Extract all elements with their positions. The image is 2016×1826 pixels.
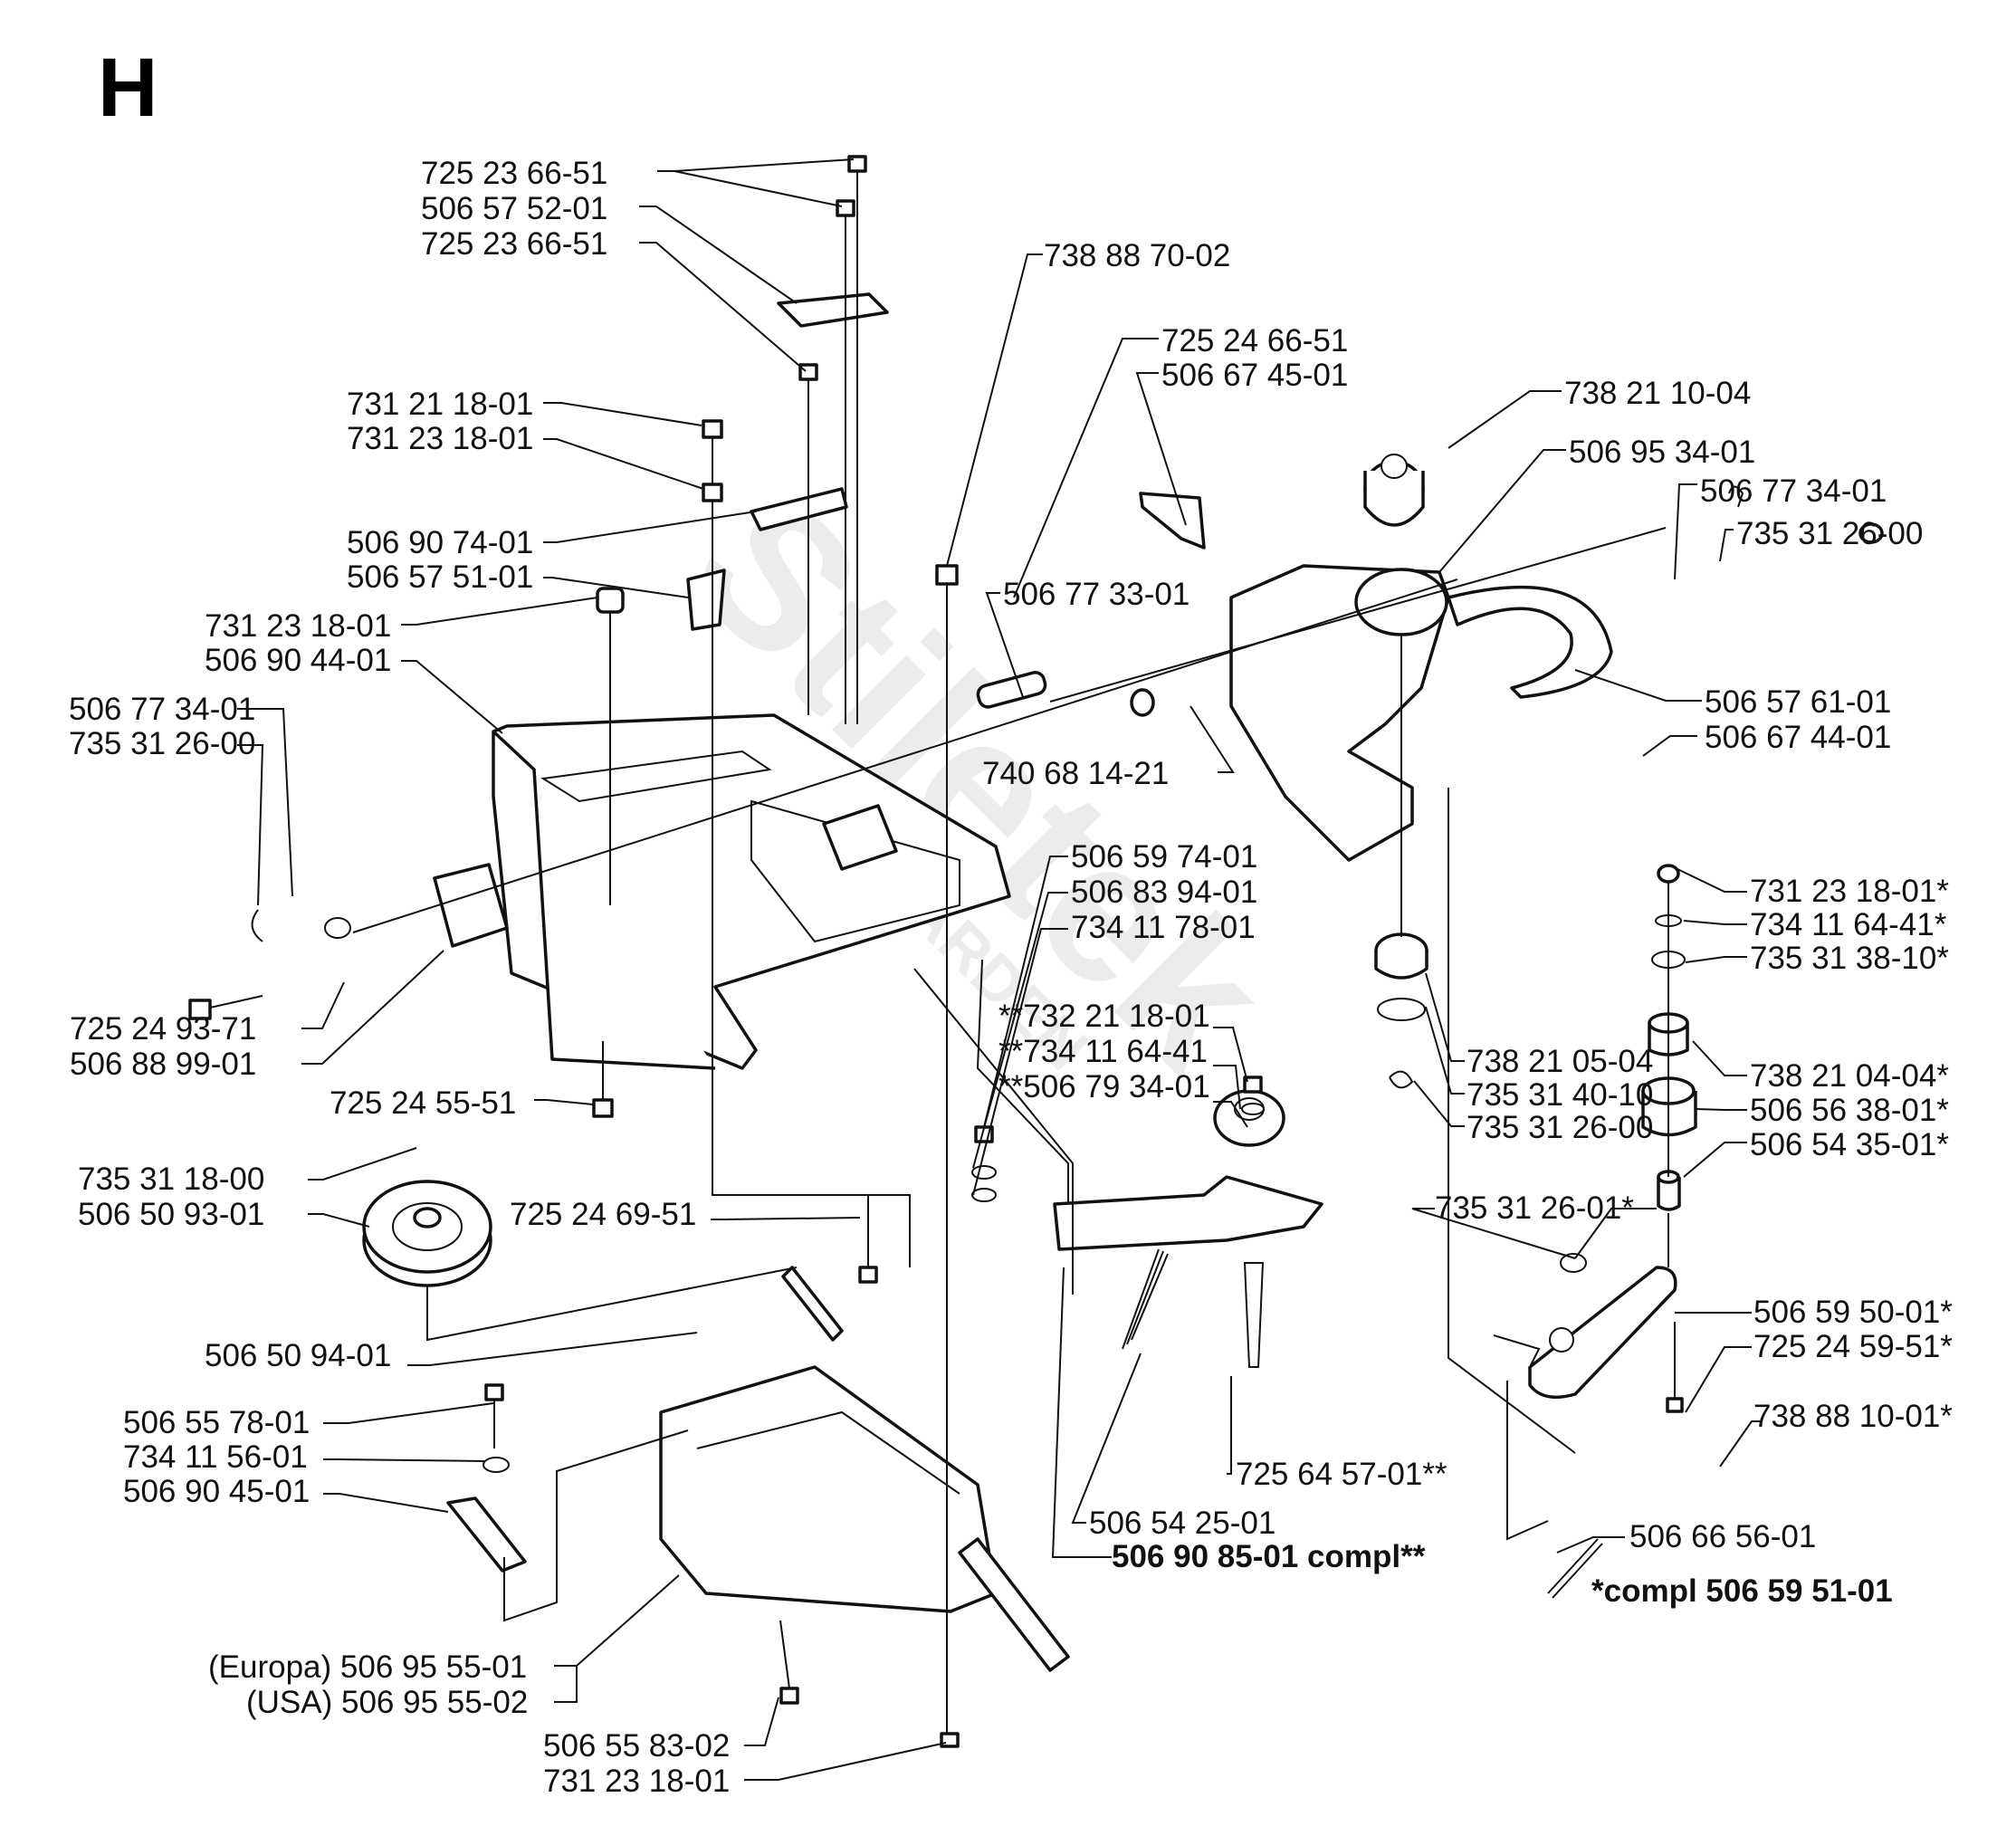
arm-part[interactable] bbox=[1053, 1175, 1323, 1251]
part-label[interactable]: 731 23 18-01 bbox=[543, 1764, 730, 1799]
part-label[interactable]: 734 11 64-41* bbox=[1750, 907, 1947, 942]
part-label[interactable]: 506 88 99-01 bbox=[70, 1047, 256, 1082]
part-label[interactable]: 725 24 66-51 bbox=[1161, 323, 1348, 359]
part-label[interactable]: **732 21 18-01 bbox=[998, 999, 1210, 1034]
assembly-note[interactable]: *compl 506 59 51-01 bbox=[1591, 1573, 1893, 1609]
idler-pulley-part[interactable] bbox=[1213, 1089, 1285, 1147]
part-label[interactable]: 735 31 18-00 bbox=[78, 1162, 264, 1197]
part-label[interactable]: 506 54 25-01 bbox=[1089, 1506, 1276, 1541]
assembly-note[interactable]: 506 90 85-01 compl** bbox=[1112, 1539, 1426, 1574]
part-label[interactable]: 506 55 78-01 bbox=[123, 1405, 310, 1440]
part-label[interactable]: 735 31 38-10* bbox=[1750, 941, 1949, 976]
part-label[interactable]: 725 24 69-51 bbox=[510, 1197, 696, 1232]
hardware-parts[interactable] bbox=[188, 155, 1884, 1748]
pulley-part[interactable] bbox=[362, 1180, 492, 1287]
part-label[interactable]: 725 23 66-51 bbox=[421, 226, 607, 262]
part-label[interactable]: 740 68 14-21 bbox=[982, 756, 1169, 791]
leader-lines bbox=[237, 158, 1761, 1781]
part-label[interactable]: 506 59 50-01* bbox=[1753, 1295, 1953, 1330]
part-label[interactable]: 735 31 26-00 bbox=[69, 726, 255, 761]
part-label[interactable]: 506 50 93-01 bbox=[78, 1197, 264, 1232]
spring-part[interactable] bbox=[1122, 1248, 1603, 1599]
part-labels: 725 23 66-51 506 57 52-01 725 23 66-51 7… bbox=[69, 156, 1953, 1799]
part-label[interactable]: 738 21 05-04 bbox=[1467, 1044, 1653, 1079]
part-label[interactable]: 506 95 34-01 bbox=[1569, 435, 1755, 470]
part-label[interactable]: 506 77 34-01 bbox=[1700, 473, 1887, 509]
part-label[interactable]: **506 79 34-01 bbox=[998, 1069, 1210, 1104]
part-label[interactable]: 734 11 78-01 bbox=[1071, 910, 1256, 945]
part-label[interactable]: 731 23 18-01* bbox=[1750, 874, 1949, 909]
bearing-part[interactable] bbox=[1363, 454, 1425, 527]
part-label[interactable]: 506 55 83-02 bbox=[543, 1728, 730, 1764]
part-label[interactable]: 506 59 74-01 bbox=[1071, 839, 1257, 875]
part-label[interactable]: 735 31 26-00 bbox=[1467, 1110, 1653, 1145]
part-label[interactable]: (Europa) 506 95 55-01 bbox=[208, 1649, 527, 1685]
part-label[interactable]: 506 83 94-01 bbox=[1071, 875, 1257, 910]
part-label[interactable]: 731 23 18-01 bbox=[205, 608, 391, 644]
part-label[interactable]: 506 57 61-01 bbox=[1705, 684, 1891, 720]
part-label[interactable]: 506 77 33-01 bbox=[1003, 577, 1190, 612]
part-label[interactable]: 506 56 38-01* bbox=[1750, 1093, 1949, 1128]
part-label[interactable]: 506 67 44-01 bbox=[1705, 720, 1891, 755]
part-label[interactable]: 506 54 35-01* bbox=[1750, 1127, 1949, 1162]
part-label[interactable]: 506 90 44-01 bbox=[205, 643, 391, 678]
part-label[interactable]: 725 23 66-51 bbox=[421, 156, 607, 191]
part-label[interactable]: 735 31 26-00 bbox=[1736, 516, 1923, 551]
part-label[interactable]: 734 11 56-01 bbox=[123, 1439, 308, 1475]
part-label[interactable]: (USA) 506 95 55-02 bbox=[246, 1685, 528, 1720]
part-label[interactable]: 506 67 45-01 bbox=[1161, 358, 1348, 393]
part-label[interactable]: 506 57 51-01 bbox=[347, 559, 533, 595]
part-label[interactable]: 738 21 10-04 bbox=[1564, 376, 1751, 411]
part-label[interactable]: 738 21 04-04* bbox=[1750, 1058, 1949, 1094]
part-label[interactable]: 735 31 40-10 bbox=[1467, 1077, 1653, 1113]
part-label[interactable]: 735 31 26-01* bbox=[1435, 1190, 1634, 1226]
part-label[interactable]: 725 24 59-51* bbox=[1753, 1329, 1953, 1364]
bearing-lower-part[interactable] bbox=[1374, 932, 1428, 1089]
part-label[interactable]: 506 90 74-01 bbox=[347, 525, 533, 560]
part-label[interactable]: 725 24 93-71 bbox=[70, 1011, 256, 1047]
part-label[interactable]: 506 77 34-01 bbox=[69, 692, 255, 727]
gearbox-part[interactable] bbox=[659, 1266, 1070, 1672]
idler-housing-part[interactable] bbox=[1229, 564, 1613, 862]
part-label[interactable]: 731 21 18-01 bbox=[347, 387, 533, 422]
part-label[interactable]: 725 24 55-51 bbox=[330, 1085, 516, 1121]
part-label[interactable]: 738 88 70-02 bbox=[1044, 238, 1230, 273]
part-label[interactable]: 725 64 57-01** bbox=[1236, 1457, 1448, 1492]
frame-part[interactable] bbox=[492, 713, 1011, 1070]
part-label[interactable]: 506 50 94-01 bbox=[205, 1338, 391, 1373]
part-label[interactable]: 506 57 52-01 bbox=[421, 191, 607, 226]
axis-lines bbox=[352, 195, 1669, 1734]
part-label[interactable]: 731 23 18-01 bbox=[347, 421, 533, 456]
part-label[interactable]: 506 66 56-01 bbox=[1629, 1519, 1816, 1554]
part-label[interactable]: 506 90 45-01 bbox=[123, 1474, 310, 1509]
section-letter: H bbox=[98, 42, 158, 134]
part-label[interactable]: 738 88 10-01* bbox=[1753, 1399, 1953, 1434]
part-label[interactable]: **734 11 64-41 bbox=[998, 1034, 1208, 1069]
lever-part[interactable] bbox=[1493, 1266, 1677, 1400]
